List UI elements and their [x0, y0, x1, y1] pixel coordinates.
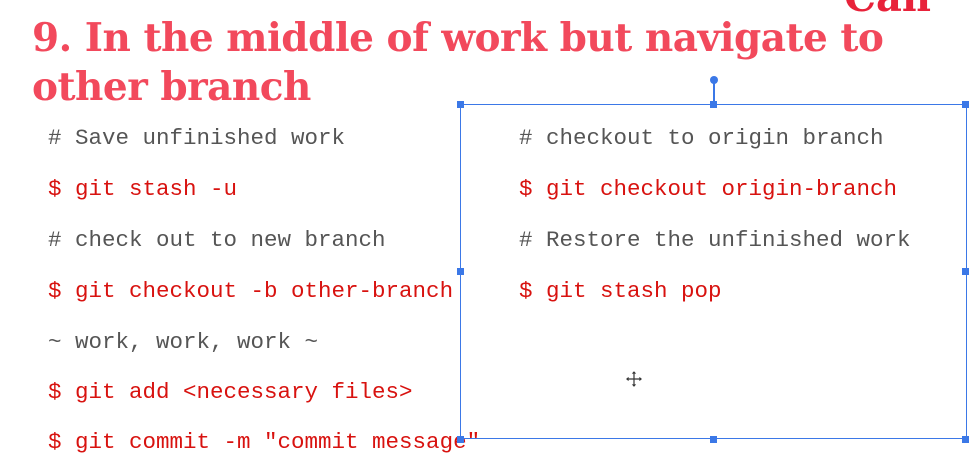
code-line-command: $ git stash pop: [519, 278, 722, 304]
code-line-command: $ git add <necessary files>: [48, 379, 413, 405]
left-code-column[interactable]: # Save unfinished work $ git stash -u # …: [0, 0, 969, 453]
code-line-command: $ git checkout origin-branch: [519, 176, 898, 202]
rotation-connector: [713, 80, 715, 104]
code-line-command: $ git stash -u: [48, 176, 238, 202]
code-line-command: $ git commit -m "commit message": [48, 429, 481, 455]
selected-text-box[interactable]: [460, 104, 967, 439]
resize-handle-bottom-left[interactable]: [457, 436, 464, 443]
resize-handle-top-right[interactable]: [962, 101, 969, 108]
code-line-comment: ~ work, work, work ~: [48, 329, 319, 355]
code-line-comment: # check out to new branch: [48, 227, 386, 253]
resize-handle-left[interactable]: [457, 268, 464, 275]
resize-handle-bottom-right[interactable]: [962, 436, 969, 443]
move-cursor-icon: [624, 369, 644, 389]
resize-handle-top-left[interactable]: [457, 101, 464, 108]
resize-handle-right[interactable]: [962, 268, 969, 275]
code-line-comment: # Restore the unfinished work: [519, 227, 911, 253]
slide-title[interactable]: 9. In the middle of work but navigate to…: [32, 15, 884, 110]
resize-handle-bottom[interactable]: [710, 436, 717, 443]
right-code-column[interactable]: # checkout to origin branch $ git checko…: [0, 127, 969, 338]
resize-handle-top[interactable]: [710, 101, 717, 108]
code-line-comment: # checkout to origin branch: [519, 125, 884, 151]
corner-title-fragment: Can: [844, 0, 931, 18]
code-line-comment: # Save unfinished work: [48, 125, 346, 151]
code-line-command: $ git checkout -b other-branch: [48, 278, 454, 304]
rotate-handle[interactable]: [710, 76, 718, 84]
